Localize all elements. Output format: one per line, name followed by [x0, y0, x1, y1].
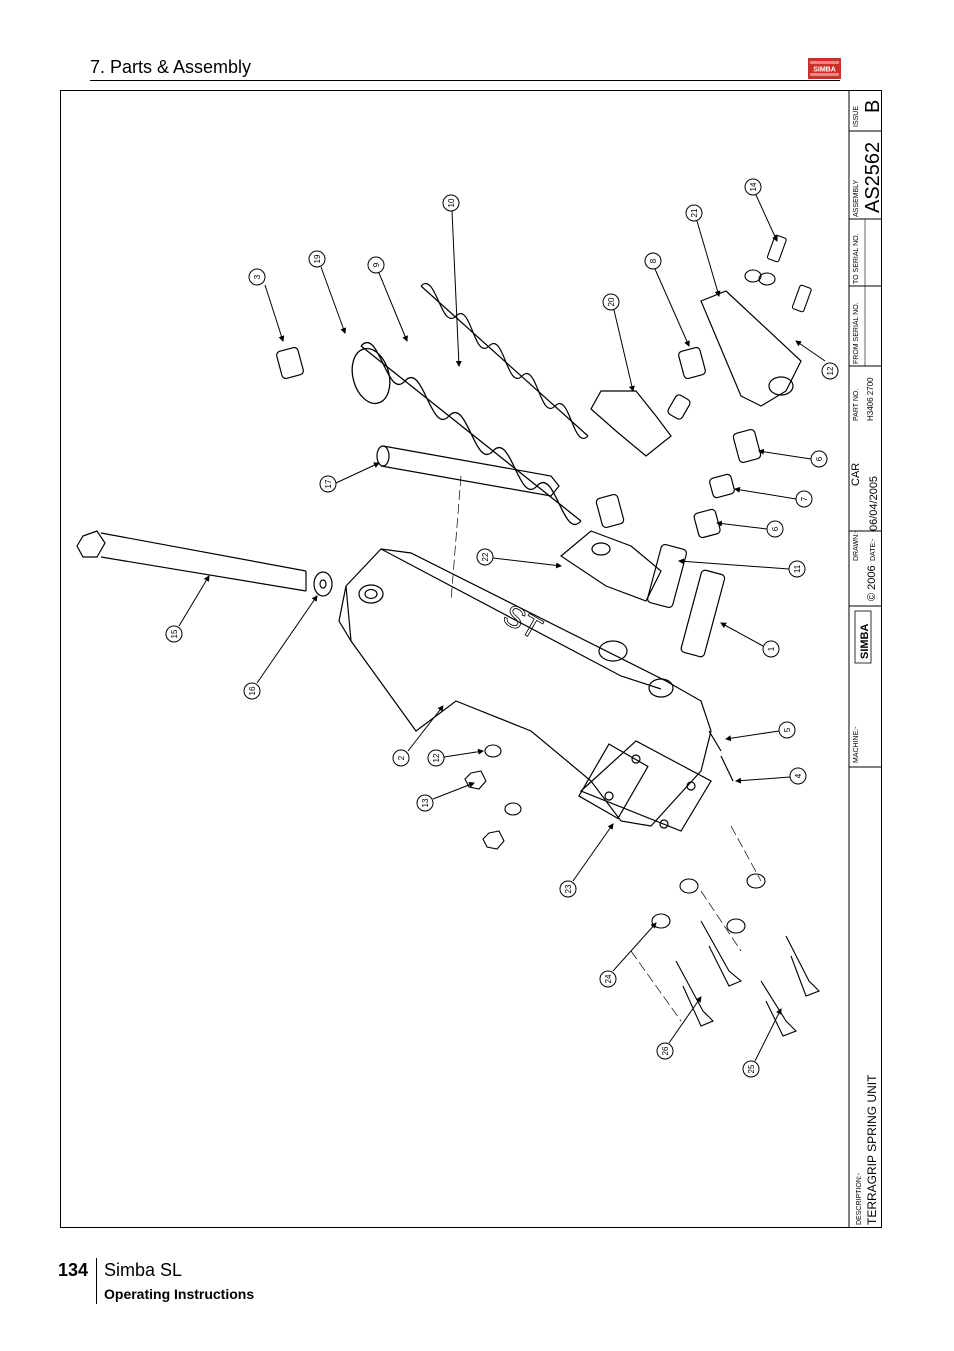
pins [708, 730, 734, 782]
callout-15: 15 [165, 575, 210, 643]
svg-text:14: 14 [749, 182, 758, 191]
title-block: DESCRIPTION:- TERRAGRIP SPRING UNIT MACH… [848, 91, 881, 1227]
callout-16: 16 [243, 595, 318, 700]
svg-text:25: 25 [747, 1064, 756, 1073]
callout-10: 10 [442, 194, 462, 367]
part-no-label: PART NO. [853, 389, 860, 421]
svg-text:3: 3 [253, 274, 262, 279]
callout-11: 11 [678, 558, 806, 578]
upper-bracket [559, 530, 662, 602]
svg-text:1: 1 [767, 646, 776, 651]
drawn-label: DRAWN:- [853, 530, 860, 561]
callout-6b: 6 [716, 520, 784, 538]
bottom-bolts [651, 234, 820, 1037]
inner-spring [420, 283, 589, 439]
callout-7: 7 [734, 486, 813, 508]
callout-9: 9 [367, 256, 408, 342]
svg-text:7: 7 [800, 496, 809, 501]
outer-spring [351, 342, 582, 525]
part-no-value: H3406 2700 [866, 377, 875, 421]
callout-14: 14 [744, 178, 778, 242]
svg-text:13: 13 [421, 798, 430, 807]
description-label: DESCRIPTION:- [856, 1172, 863, 1225]
simba-brand-mark: SIMBA [854, 610, 872, 664]
svg-text:17: 17 [324, 479, 333, 488]
frame-label: ST [498, 598, 548, 646]
callout-24: 24 [599, 922, 657, 988]
drawn-by: CAR [850, 463, 862, 486]
footer-rule [96, 1258, 97, 1304]
exploded-view-drawing: DESCRIPTION:- TERRAGRIP SPRING UNIT MACH… [76, 91, 881, 1227]
from-serial-label: FROM SERIAL NO. [853, 302, 860, 364]
callout-20: 20 [602, 293, 635, 392]
assembly-number: AS2562 [862, 142, 881, 213]
svg-text:21: 21 [690, 208, 699, 217]
copyright: © 2006 [866, 565, 878, 601]
callout-8: 8 [644, 252, 690, 347]
svg-text:11: 11 [793, 564, 802, 573]
spring-retainer [590, 390, 691, 457]
svg-text:15: 15 [170, 629, 179, 638]
issue-label: ISSUE [853, 106, 860, 127]
simba-logo: SIMBA [808, 58, 841, 79]
callout-4: 4 [735, 767, 807, 785]
svg-text:4: 4 [794, 773, 803, 778]
issue-value: B [862, 100, 881, 113]
callout-25: 25 [742, 1008, 782, 1078]
callout-1: 1 [720, 622, 780, 658]
svg-text:16: 16 [248, 686, 257, 695]
main-frame-arm: ST [338, 548, 712, 827]
pivot-tube [376, 445, 560, 497]
to-serial-label: TO SERIAL NO. [853, 233, 860, 284]
svg-text:2: 2 [397, 755, 406, 760]
date-label: DATE:- [870, 538, 877, 561]
document-subtitle: Operating Instructions [104, 1286, 255, 1302]
svg-text:22: 22 [481, 552, 490, 561]
callout-5: 5 [725, 721, 796, 742]
callout-19: 19 [308, 250, 347, 334]
assembly-label: ASSEMBLY [853, 179, 860, 217]
machine-label: MACHINE:- [853, 726, 860, 763]
svg-text:12: 12 [826, 366, 835, 375]
callout-6a: 6 [758, 448, 828, 468]
product-name: Simba SL [104, 1260, 183, 1280]
callout-12b: 12 [427, 748, 484, 767]
callouts: 1 2 3 4 5 6 6 7 8 9 10 11 12 12 13 14 15… [165, 178, 839, 1078]
svg-text:10: 10 [447, 198, 456, 207]
svg-text:8: 8 [649, 258, 658, 263]
brand-text: SIMBA [859, 624, 871, 660]
callout-17: 17 [319, 462, 380, 493]
washers-and-nuts [464, 269, 776, 850]
svg-text:9: 9 [372, 262, 381, 267]
svg-text:24: 24 [604, 974, 613, 983]
svg-text:19: 19 [313, 254, 322, 263]
callout-21: 21 [685, 204, 721, 297]
page-number: 134 [58, 1260, 89, 1280]
drawing-frame [60, 90, 882, 1228]
svg-text:6: 6 [815, 456, 824, 461]
callout-26: 26 [656, 996, 702, 1060]
trip-link [700, 290, 802, 407]
description-value: TERRAGRIP SPRING UNIT [865, 1074, 879, 1225]
long-bolt [76, 530, 333, 597]
callout-22: 22 [476, 548, 562, 569]
callout-23: 23 [559, 823, 614, 898]
svg-text:26: 26 [661, 1046, 670, 1055]
svg-text:23: 23 [564, 884, 573, 893]
callout-13: 13 [416, 782, 475, 812]
center-lines [450, 475, 762, 1022]
callout-3: 3 [248, 268, 285, 342]
section-title: 7. Parts & Assembly [90, 57, 252, 77]
header-rule [90, 80, 840, 81]
logo-text: SIMBA [813, 67, 836, 74]
callout-2: 2 [392, 705, 444, 767]
svg-text:5: 5 [783, 727, 792, 732]
svg-text:6: 6 [771, 526, 780, 531]
callout-12a: 12 [795, 340, 839, 380]
date-value: 06/04/2005 [868, 476, 880, 531]
svg-text:20: 20 [607, 297, 616, 306]
svg-text:12: 12 [432, 753, 441, 762]
mounting-plate [579, 740, 712, 832]
